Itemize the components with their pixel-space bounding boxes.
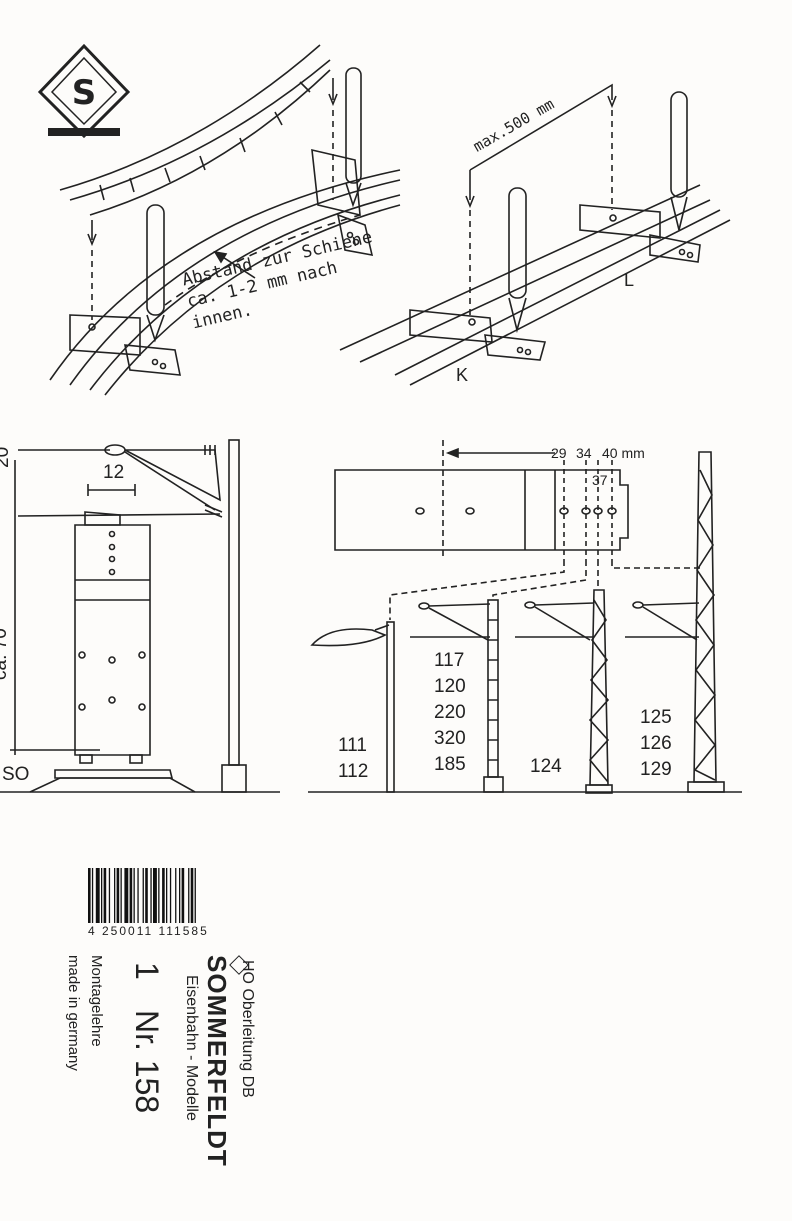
quantity: 1 — [129, 962, 165, 980]
barcode-digits: 4 250011 111585 — [88, 924, 209, 938]
part-129: 129 — [640, 759, 672, 780]
brand-name: SOMMERFELDT — [202, 955, 232, 1167]
origin: made in germany — [65, 955, 82, 1071]
dimension-width: 12 — [103, 462, 125, 483]
barcode — [88, 868, 196, 923]
part-117: 117 — [434, 650, 465, 671]
curved-track-illustration — [49, 44, 401, 396]
label-k: K — [456, 365, 469, 385]
part-numbers-box: 117 120 220 320 185 — [434, 648, 466, 778]
part-numbers-lamp: 111 112 — [338, 733, 368, 785]
product-number: Nr. 158 — [129, 1010, 165, 1114]
product-title: HO Oberleitung DB — [239, 960, 256, 1098]
gauge-mark-29: 29 — [551, 445, 567, 461]
part-124: 124 — [530, 756, 562, 777]
part-125: 125 — [640, 707, 672, 728]
part-220: 220 — [434, 702, 466, 723]
part-185: 185 — [434, 754, 466, 775]
part-numbers-lattice-tall: 125 126 129 — [640, 705, 672, 783]
brand-subtitle: Eisenbahn - Modelle — [183, 975, 200, 1121]
gauge-mark-40: 40 mm — [602, 445, 645, 461]
part-numbers-lattice-small: 124 — [530, 756, 562, 778]
part-111: 111 — [338, 735, 367, 756]
mast-template-illustration — [0, 439, 280, 793]
part-320: 320 — [434, 728, 466, 749]
straight-track-illustration — [339, 83, 731, 386]
dimension-bottom: SO — [2, 764, 30, 785]
dimension-middle: ca. 70 — [0, 628, 11, 680]
part-112: 112 — [338, 761, 369, 782]
label-l: L — [624, 270, 635, 290]
mast-lineup — [308, 451, 742, 794]
part-120: 120 — [434, 676, 466, 697]
part-126: 126 — [640, 733, 672, 754]
gauge-mark-37: 37 — [592, 472, 608, 488]
svg-text:S: S — [72, 73, 97, 113]
dimension-top: 20 — [0, 446, 13, 468]
sommerfeldt-logo-icon: S — [37, 43, 131, 139]
gauge-mark-34: 34 — [576, 445, 592, 461]
doc-type: Montagelehre — [88, 955, 105, 1047]
gauge-template-illustration — [334, 440, 700, 620]
